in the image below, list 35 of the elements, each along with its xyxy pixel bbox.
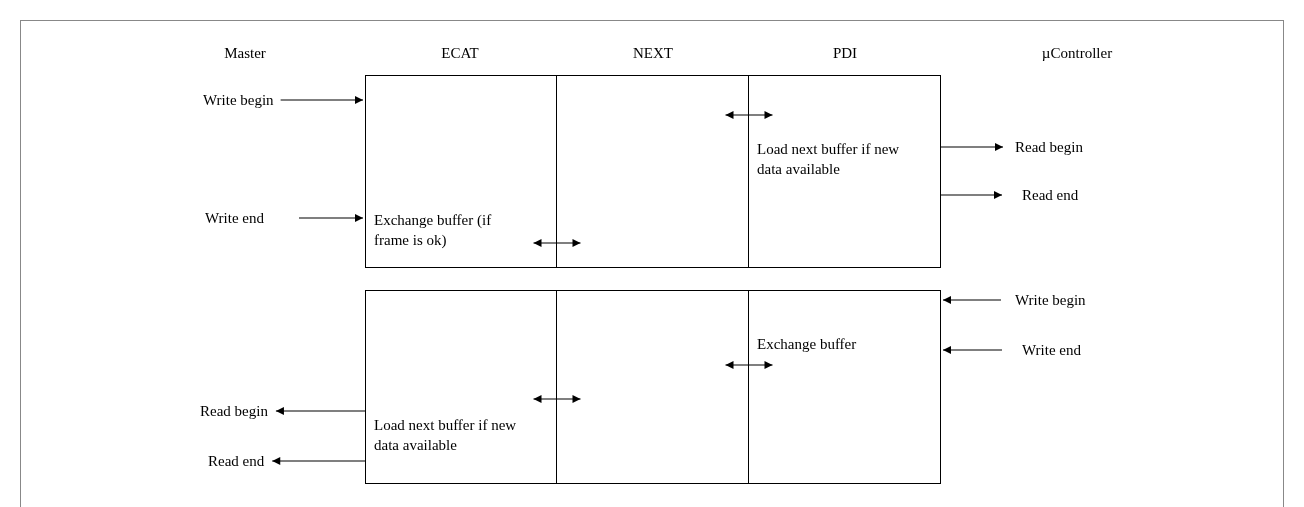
signal-label: Read begin — [1015, 138, 1083, 156]
arrow — [942, 296, 1002, 304]
signal-label: Read end — [208, 452, 265, 470]
buffer-cell — [748, 290, 941, 484]
double-arrow — [532, 395, 582, 403]
double-arrow — [724, 361, 774, 369]
buffer-cell — [748, 75, 941, 268]
column-header: Master — [224, 44, 266, 62]
cell-text: Load next buffer if new data available — [374, 416, 518, 455]
signal-label: Write end — [205, 209, 264, 227]
buffer-cell — [556, 75, 749, 268]
signal-label: Write end — [1022, 341, 1081, 359]
arrow — [280, 96, 364, 104]
signal-label: Write begin — [203, 91, 274, 109]
arrow — [940, 191, 1003, 199]
buffer-cell — [556, 290, 749, 484]
double-arrow — [724, 111, 774, 119]
column-header: ECAT — [441, 44, 479, 62]
buffer-cell — [365, 290, 557, 484]
arrow — [275, 407, 366, 415]
arrow — [298, 214, 364, 222]
signal-label: Read end — [1022, 186, 1079, 204]
cell-text: Load next buffer if new data available — [757, 140, 901, 179]
column-header: PDI — [832, 44, 858, 62]
double-arrow — [532, 239, 582, 247]
arrow — [271, 457, 366, 465]
column-header: NEXT — [633, 44, 673, 62]
column-header: µController — [1041, 44, 1113, 62]
signal-label: Read begin — [200, 402, 268, 420]
signal-label: Write begin — [1015, 291, 1086, 309]
arrow — [940, 143, 1004, 151]
buffer-cell — [365, 75, 557, 268]
arrow — [942, 346, 1003, 354]
cell-text: Exchange buffer (if frame is ok) — [374, 211, 493, 250]
cell-text: Exchange buffer — [757, 335, 858, 354]
